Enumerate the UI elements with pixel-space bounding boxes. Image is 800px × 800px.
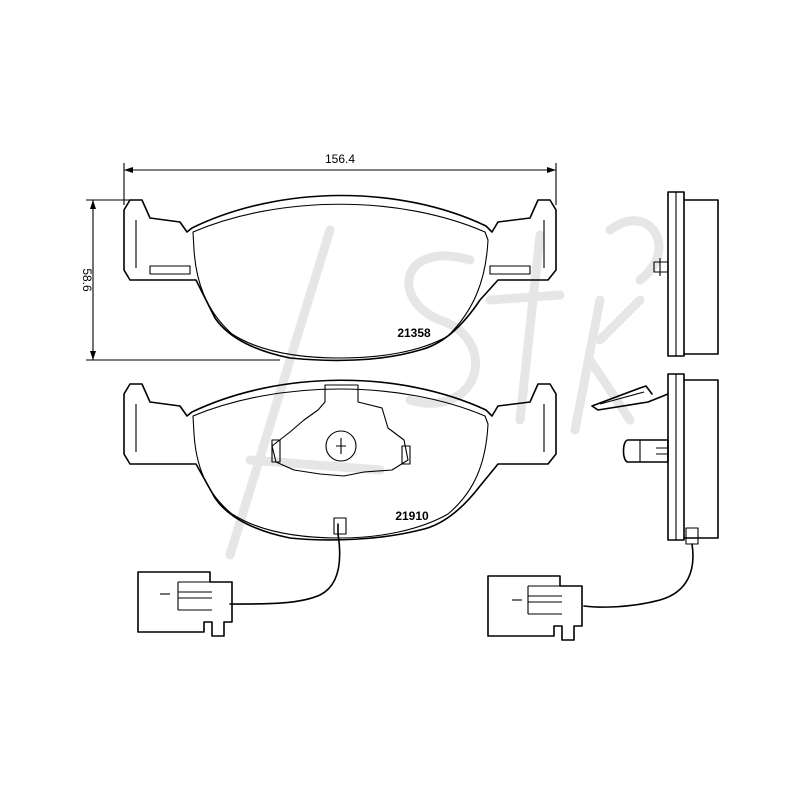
watermark [225, 216, 664, 560]
width-dimension: 156.4 [123, 152, 557, 205]
height-dimension-label: 58.6 [80, 268, 94, 292]
top-brake-pad: 21358 [123, 194, 557, 362]
width-dimension-label: 156.4 [325, 152, 355, 166]
top-pad-part-label: 21358 [397, 326, 431, 340]
bottom-side-view [487, 373, 719, 641]
bottom-pad-part-label: 21910 [395, 509, 429, 523]
top-side-view [653, 191, 719, 357]
bottom-brake-pad: 21910 [123, 379, 557, 637]
height-dimension: 58.6 [80, 199, 280, 361]
